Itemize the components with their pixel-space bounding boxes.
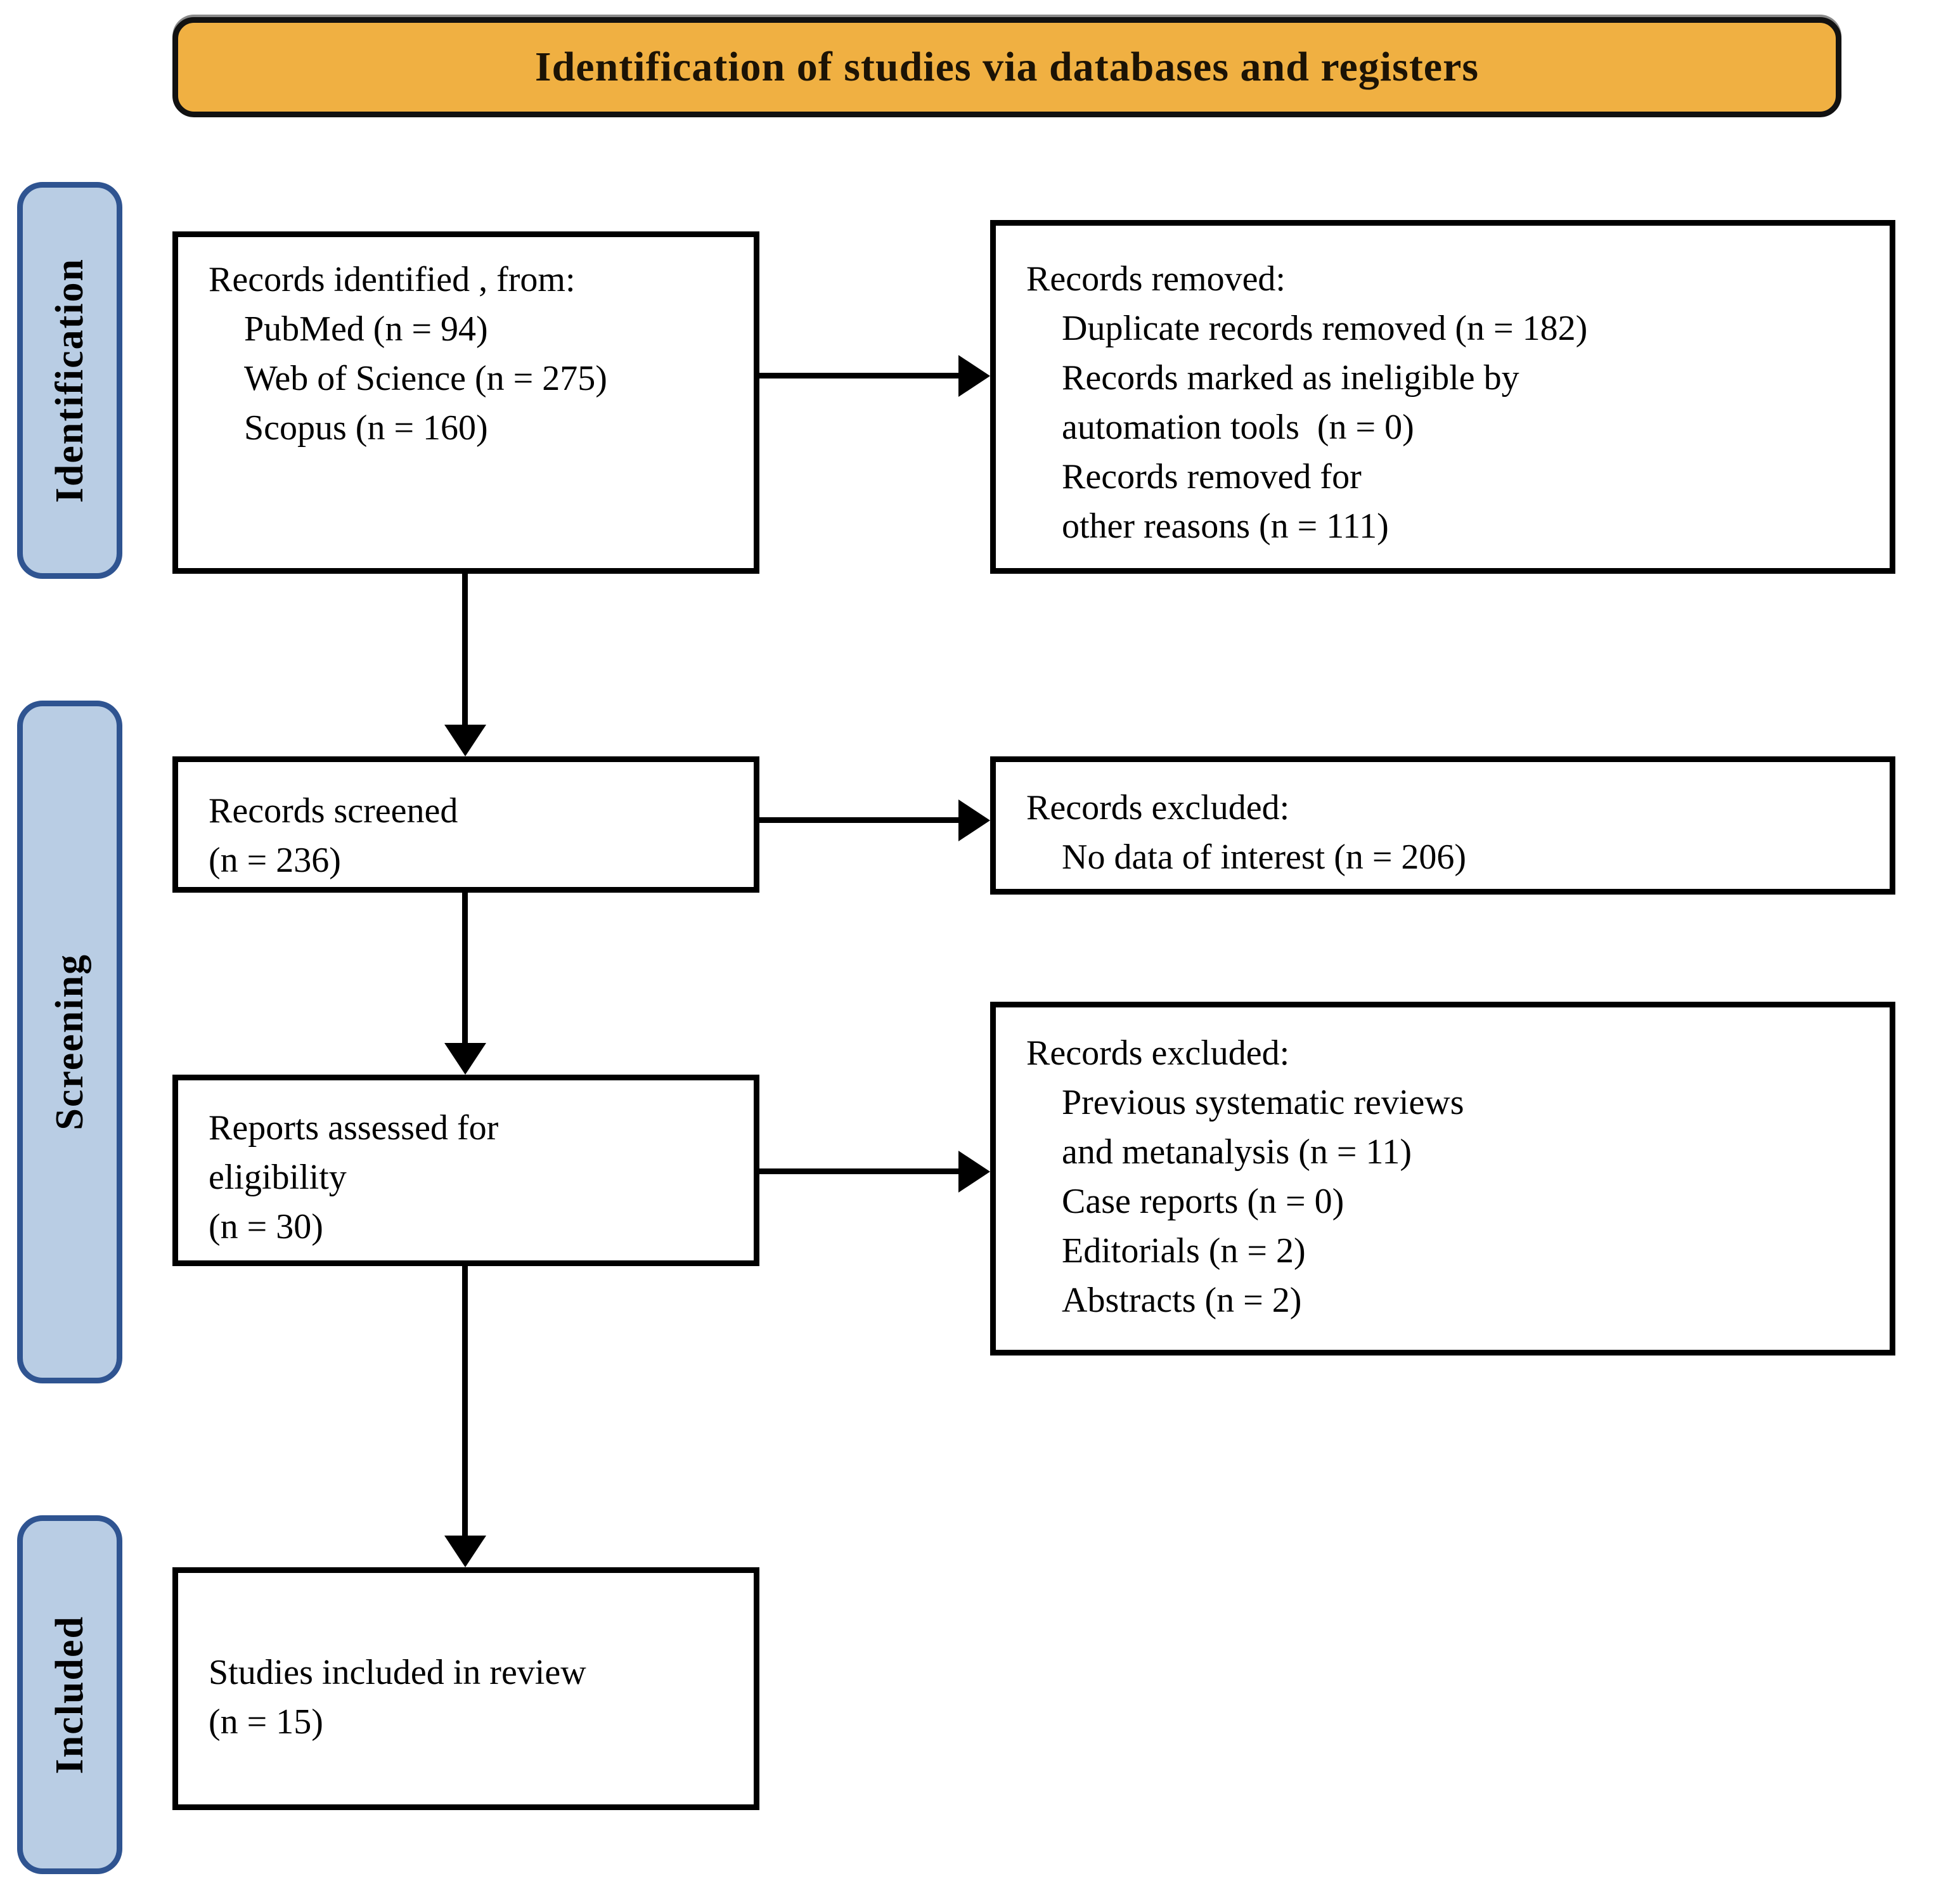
box-studies-included: Studies included in review (n = 15) xyxy=(172,1567,759,1810)
box-line: Editorials (n = 2) xyxy=(1062,1231,1306,1271)
box-records-excluded-eligibility: Records excluded: Previous systematic re… xyxy=(990,1002,1895,1356)
stage-label-identification: Identification xyxy=(17,182,122,579)
box-line: Duplicate records removed (n = 182) xyxy=(1062,309,1588,348)
stage-label-text: Screening xyxy=(48,954,91,1130)
box-line: Records screened xyxy=(209,791,458,831)
box-line: Web of Science (n = 275) xyxy=(244,359,607,398)
box-records-removed: Records removed: Duplicate records remov… xyxy=(990,220,1895,574)
box-line: Records marked as ineligible by xyxy=(1062,358,1519,398)
box-line: Scopus (n = 160) xyxy=(244,408,488,448)
page-title: Identification of studies via databases … xyxy=(534,44,1480,90)
box-line: No data of interest (n = 206) xyxy=(1062,838,1467,877)
box-records-screened: Records screened (n = 236) xyxy=(172,756,759,893)
box-line: Case reports (n = 0) xyxy=(1062,1182,1344,1221)
stage-label-text: Identification xyxy=(48,257,91,503)
box-line: Records removed: xyxy=(1026,259,1286,299)
box-line: Records removed for xyxy=(1062,457,1362,496)
box-line: (n = 236) xyxy=(209,841,341,880)
box-line: Studies included in review xyxy=(209,1653,586,1692)
box-line: and metanalysis (n = 11) xyxy=(1062,1132,1412,1172)
arrow-screened-to-assessed-icon xyxy=(462,893,468,1043)
box-records-identified: Records identified , from: PubMed (n = 9… xyxy=(172,231,759,574)
box-records-excluded-screening: Records excluded: No data of interest (n… xyxy=(990,756,1895,895)
box-line: PubMed (n = 94) xyxy=(244,309,488,349)
title-banner: Identification of studies via databases … xyxy=(172,17,1841,117)
box-line: Records identified , from: xyxy=(209,260,576,299)
stage-label-text: Included xyxy=(48,1615,91,1775)
arrow-assessed-to-included-icon xyxy=(462,1266,468,1536)
box-line: automation tools (n = 0) xyxy=(1062,408,1414,447)
stage-label-screening: Screening xyxy=(17,701,122,1383)
box-line: (n = 30) xyxy=(209,1207,323,1246)
box-line: Abstracts (n = 2) xyxy=(1062,1281,1302,1320)
box-line: (n = 15) xyxy=(209,1702,323,1742)
box-line: Records excluded: xyxy=(1026,788,1290,827)
box-line: Reports assessed for xyxy=(209,1108,499,1148)
box-line: eligibility xyxy=(209,1158,347,1197)
box-reports-assessed: Reports assessed for eligibility (n = 30… xyxy=(172,1075,759,1266)
arrow-identified-to-screened-icon xyxy=(462,574,468,725)
box-line: Previous systematic reviews xyxy=(1062,1083,1464,1122)
stage-label-included: Included xyxy=(17,1515,122,1874)
box-line: Records excluded: xyxy=(1026,1033,1290,1073)
box-line: other reasons (n = 111) xyxy=(1062,507,1389,546)
arrow-assessed-to-excluded-icon xyxy=(759,1168,958,1174)
arrow-identified-to-removed-icon xyxy=(759,373,958,379)
arrow-screened-to-excluded-icon xyxy=(759,817,958,823)
